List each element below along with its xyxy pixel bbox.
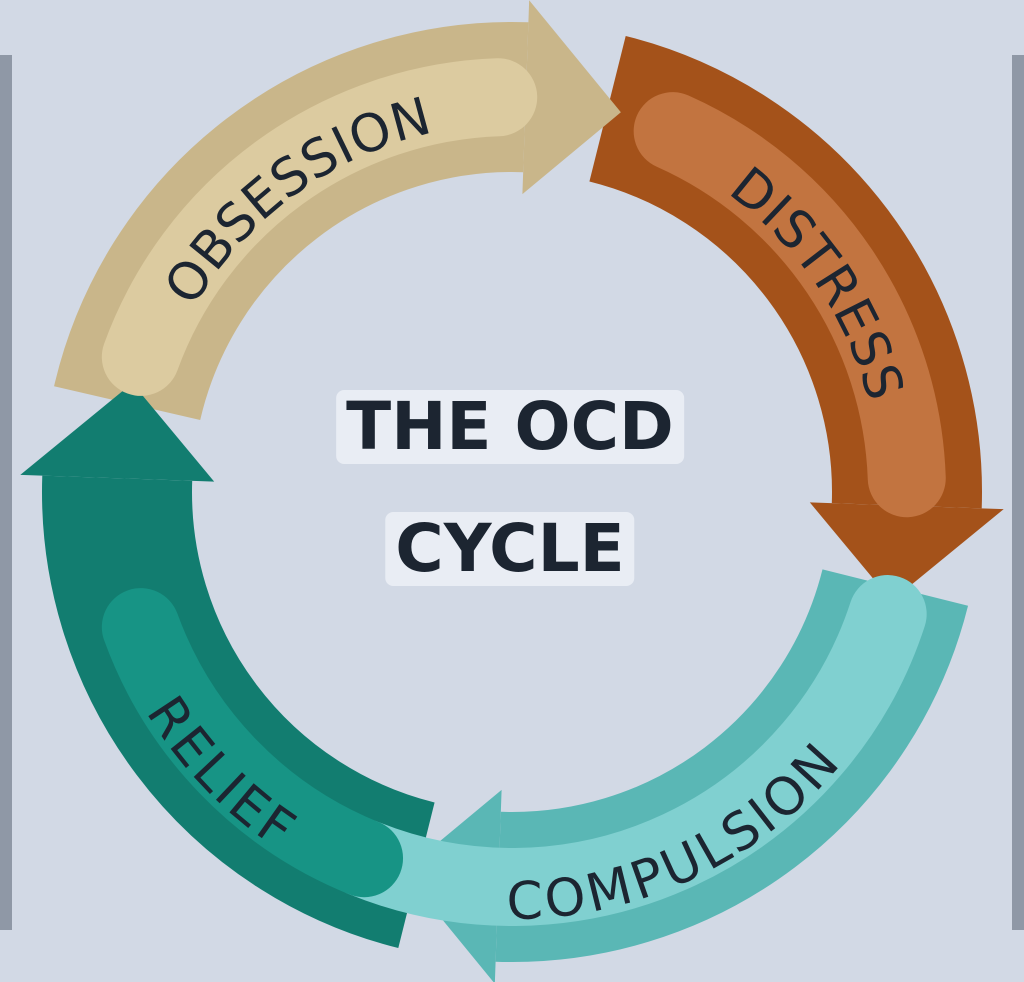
compulsion-label-background [325,575,927,926]
title-line-1: THE OCD [336,390,684,464]
left-frame-edge [0,55,12,930]
right-frame-edge [1012,55,1024,930]
distress-label-background [633,92,946,518]
relief-arrowhead [20,383,215,482]
distress-arrowhead [809,502,1004,601]
title-line-2: CYCLE [385,512,635,586]
obsession-arrowhead [522,0,621,195]
obsession-label-background [101,58,538,396]
relief-label-background [101,588,404,898]
